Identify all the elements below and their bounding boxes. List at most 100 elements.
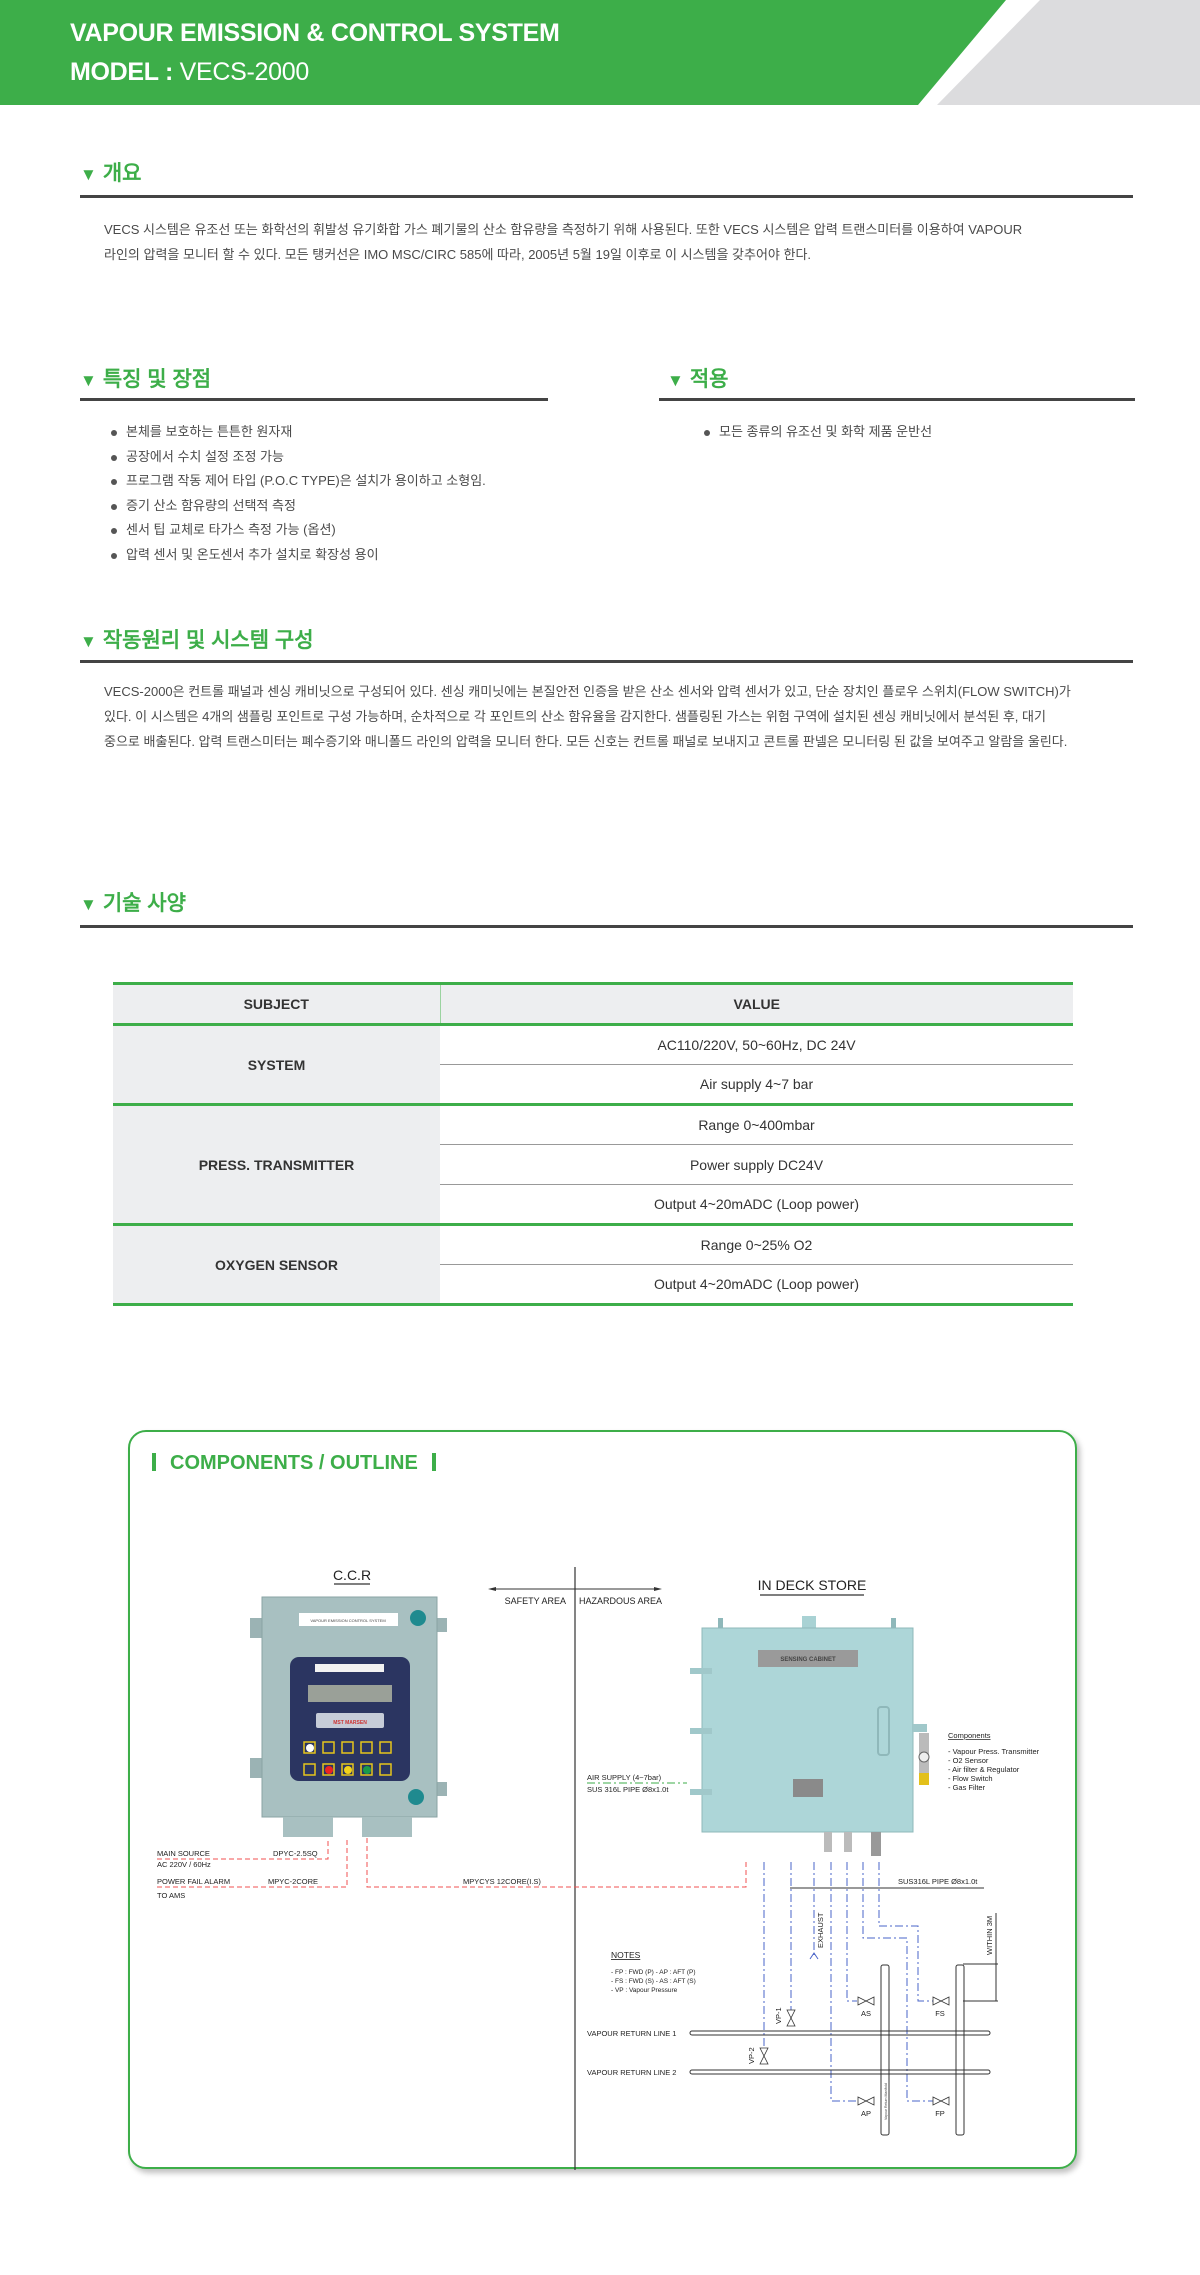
- value-cell: Power supply DC24V: [440, 1144, 1073, 1185]
- control-panel-image: VAPOUR EMISSION CONTROL SYSTEM MST MARSE…: [250, 1596, 447, 1837]
- pipe-spec-label: SUS316L PIPE Ø8x1.0t: [898, 1877, 978, 1886]
- valve-icon-as: [857, 1996, 875, 2006]
- air-supply-label: AIR SUPPLY (4~7bar): [587, 1773, 662, 1782]
- main-source-label: MAIN SOURCE: [157, 1849, 210, 1858]
- triangle-down-icon: ▼: [80, 371, 97, 390]
- subject-cell: SYSTEM: [113, 1024, 440, 1106]
- value-cell: Output 4~20mADC (Loop power): [440, 1264, 1073, 1306]
- triangle-down-icon: ▼: [80, 632, 97, 651]
- valve-label-fs: FS: [935, 2009, 945, 2018]
- valve-label-vp1: VP-1: [774, 2007, 783, 2024]
- triangle-down-icon: ▼: [80, 165, 97, 184]
- triangle-down-icon: ▼: [80, 895, 97, 914]
- manifold-pipe: [880, 1964, 890, 2136]
- valve-icon-vp1: [786, 2009, 796, 2027]
- handle-icon: [877, 1706, 890, 1756]
- air-pipe-label: SUS 316L PIPE Ø8x1.0t: [587, 1785, 669, 1794]
- note-item: - FP : FWD (P) - AP : AFT (P): [611, 1969, 696, 1976]
- value-cell: Air supply 4~7 bar: [440, 1064, 1073, 1106]
- component-item: - Flow Switch: [948, 1774, 993, 1783]
- table-row: Power supply DC24V: [113, 1144, 1073, 1185]
- feature-item: 증기 산소 함유량의 선택적 측정: [108, 494, 486, 519]
- ccr-label: C.C.R: [333, 1567, 371, 1583]
- component-item: - Air filter & Regulator: [948, 1765, 1020, 1774]
- overview-line: VECS 시스템은 유조선 또는 화학선의 휘발성 유기화합 가스 폐기물의 산…: [104, 222, 1023, 237]
- components-title: COMPONENTS / OUTLINE: [152, 1452, 436, 1475]
- main-source-spec: AC 220V / 60Hz: [157, 1860, 211, 1869]
- indicator-lamp-icon: [410, 1610, 426, 1626]
- subject-cell: PRESS. TRANSMITTER: [113, 1104, 440, 1226]
- ccr-nameplate: VAPOUR EMISSION CONTROL SYSTEM: [310, 1618, 385, 1623]
- application-item: 모든 종류의 유조선 및 화학 제품 운반선: [701, 420, 932, 445]
- principle-line: 있다. 이 시스템은 4개의 샘플링 포인트로 구성 가능하며, 순차적으로 각…: [104, 709, 1046, 724]
- divider: [659, 398, 1135, 401]
- overview-text: VECS 시스템은 유조선 또는 화학선의 휘발성 유기화합 가스 폐기물의 산…: [104, 217, 1164, 267]
- table-row: Air supply 4~7 bar: [113, 1064, 1073, 1106]
- valve-label-vp2: VP-2: [747, 2047, 756, 2064]
- components-title-text: COMPONENTS / OUTLINE: [170, 1452, 418, 1474]
- overview-heading: ▼개요: [80, 157, 141, 187]
- product-title: VAPOUR EMISSION & CONTROL SYSTEM: [70, 19, 560, 47]
- indicator-lamp-icon: [408, 1789, 424, 1805]
- features-heading: ▼ 특징 및 장점: [80, 363, 211, 393]
- deck-store-label: IN DECK STORE: [758, 1577, 867, 1593]
- principle-line: VECS-2000은 컨트롤 패널과 센싱 캐비닛으로 구성되어 있다. 센싱 …: [104, 684, 1071, 699]
- manifold-label: Vapour Return Manifold: [884, 2083, 888, 2120]
- alarm-label: POWER FAIL ALARM: [157, 1877, 230, 1886]
- principle-heading: ▼ 작동원리 및 시스템 구성: [80, 624, 314, 654]
- model-value: VECS-2000: [179, 58, 310, 86]
- divider: [80, 398, 548, 401]
- notes-heading: NOTES: [611, 1950, 641, 1960]
- principle-line: 중으로 배출된다. 압력 트랜스미터는 폐수증기와 매니폴드 라인의 압력을 모…: [104, 734, 1068, 749]
- overview-line: 라인의 압력을 모니터 할 수 있다. 모든 탱커선은 IMO MSC/CIRC…: [104, 247, 812, 262]
- table-header-row: SUBJECT VALUE: [113, 982, 1073, 1026]
- application-heading-text: 적용: [689, 368, 729, 391]
- components-panel: [128, 1430, 1077, 2169]
- bar-icon: [152, 1453, 156, 1471]
- value-cell: AC110/220V, 50~60Hz, DC 24V: [440, 1024, 1073, 1065]
- specs-heading-text: 기술 사양: [102, 892, 186, 915]
- table-row: Output 4~20mADC (Loop power): [113, 1264, 1073, 1306]
- features-list: 본체를 보호하는 튼튼한 원자재 공장에서 수치 설정 조정 가능 프로그램 작…: [108, 420, 486, 567]
- application-heading: ▼ 적용: [667, 363, 728, 393]
- safety-area-label: SAFETY AREA: [505, 1596, 566, 1606]
- divider: [80, 195, 1133, 198]
- feature-item: 공장에서 수치 설정 조정 가능: [108, 445, 486, 470]
- return-line-2-label: VAPOUR RETURN LINE 2: [587, 2068, 676, 2077]
- feature-item: 압력 센서 및 온도센서 추가 설치로 확장성 용이: [108, 543, 486, 568]
- divider: [80, 660, 1133, 663]
- alarm-to-label: TO AMS: [157, 1891, 185, 1900]
- table-row: Output 4~20mADC (Loop power): [113, 1184, 1073, 1226]
- components-list-heading: Components: [948, 1731, 991, 1740]
- exhaust-label: EXHAUST: [816, 1912, 825, 1948]
- subject-cell: OXYGEN SENSOR: [113, 1224, 440, 1306]
- component-item: - O2 Sensor: [948, 1756, 989, 1765]
- hazardous-area-label: HAZARDOUS AREA: [579, 1596, 662, 1606]
- valve-icon-fs: [932, 1996, 950, 2006]
- main-cable-label: DPYC-2.5SQ: [273, 1849, 318, 1858]
- note-item: - FS : FWD (S) - AS : AFT (S): [611, 1978, 696, 1985]
- column-header-subject: SUBJECT: [113, 982, 441, 1026]
- panel-brand: MST MARSEN: [333, 1720, 367, 1726]
- manifold-pipe: [955, 1964, 965, 2136]
- divider: [80, 925, 1133, 928]
- triangle-down-icon: ▼: [667, 371, 684, 390]
- vapour-return-line-1: [689, 2030, 991, 2036]
- cabinet-nameplate: SENSING CABINET: [780, 1657, 836, 1663]
- valve-icon-fp: [932, 2096, 950, 2106]
- bar-icon: [431, 1453, 436, 1471]
- features-heading-text: 특징 및 장점: [102, 368, 212, 391]
- feature-item: 센서 팁 교체로 타가스 측정 가능 (옵션): [108, 518, 486, 543]
- signal-cable-label: MPYCYS 12CORE(I.S): [463, 1877, 541, 1886]
- page-header: VAPOUR EMISSION & CONTROL SYSTEM MODEL :…: [0, 0, 1200, 105]
- principle-heading-text: 작동원리 및 시스템 구성: [102, 629, 314, 652]
- value-cell: Output 4~20mADC (Loop power): [440, 1184, 1073, 1226]
- value-cell: Range 0~400mbar: [440, 1104, 1073, 1145]
- note-item: - VP : Vapour Pressure: [611, 1987, 678, 1994]
- value-cell: Range 0~25% O2: [440, 1224, 1073, 1265]
- feature-item: 프로그램 작동 제어 타입 (P.O.C TYPE)은 설치가 용이하고 소형임…: [108, 469, 486, 494]
- column-header-value: VALUE: [440, 982, 1073, 1026]
